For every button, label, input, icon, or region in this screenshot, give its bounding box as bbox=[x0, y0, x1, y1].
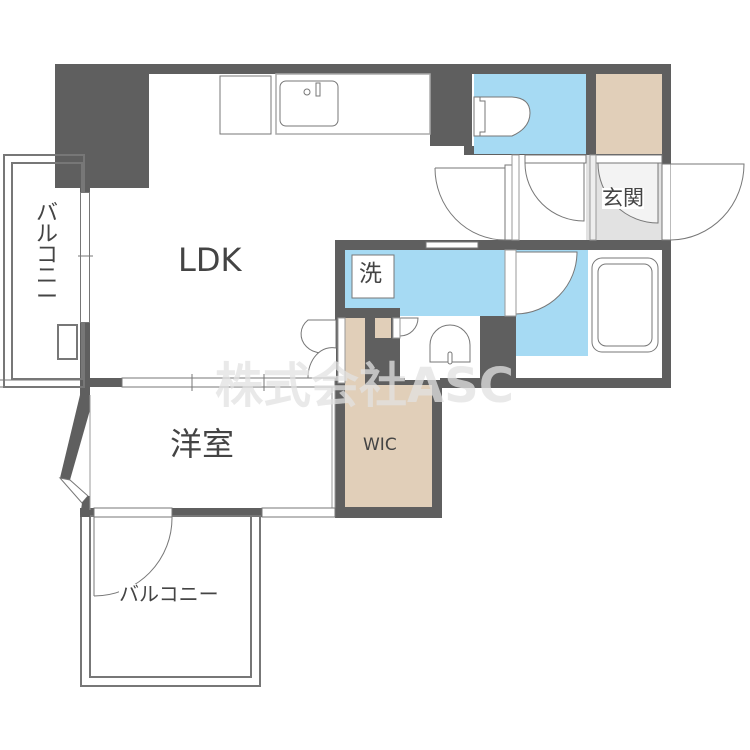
washroom-floor-lower bbox=[400, 250, 505, 316]
kitchen-sink-icon bbox=[279, 80, 339, 127]
wall-left-upper bbox=[80, 180, 90, 192]
sliding-door bbox=[121, 377, 336, 388]
room-label-entrance: 玄関 bbox=[602, 186, 644, 210]
wall-western-bottom-mid bbox=[172, 508, 262, 517]
storage-closet bbox=[596, 74, 662, 154]
watermark: 株式会社ASC bbox=[215, 358, 514, 414]
toilet-icon bbox=[473, 96, 531, 137]
wall-bath-block-right bbox=[662, 240, 671, 388]
wall-toilet-left-column bbox=[430, 64, 472, 146]
toilet-door-swing bbox=[524, 162, 585, 222]
wic-small-storage bbox=[375, 318, 391, 338]
wall-top-left-column bbox=[55, 64, 149, 188]
faucet-icon bbox=[303, 88, 311, 96]
wall-toilet-storage-divider bbox=[586, 64, 596, 154]
washbasin-icon bbox=[429, 324, 471, 363]
room-label-washroom: 洗 bbox=[359, 261, 382, 287]
room-label-wic: WIC bbox=[363, 435, 397, 455]
wall-ldk-bottom-left bbox=[80, 378, 122, 387]
room-label-balcony-left: バ ル コ ニ ー bbox=[36, 201, 59, 310]
washing-machine-space bbox=[351, 254, 395, 299]
wall-bath-block-left bbox=[335, 240, 345, 318]
bay-window bbox=[58, 477, 89, 504]
balcony-left-window bbox=[80, 192, 90, 323]
wall-wash-bath-divider bbox=[480, 316, 516, 388]
western-window bbox=[93, 507, 173, 518]
balcony-door-swing bbox=[93, 516, 173, 597]
entrance-door-swing bbox=[670, 163, 745, 241]
room-label-ldk: LDK bbox=[178, 241, 242, 279]
wall-top bbox=[55, 64, 671, 74]
wic-shelf bbox=[345, 318, 365, 388]
room-label-western-room: 洋室 bbox=[170, 425, 235, 463]
room-label-balcony-bottom: バルコニー bbox=[119, 582, 219, 606]
bathroom-door-swing bbox=[515, 251, 578, 315]
ldk-door-swing bbox=[434, 167, 506, 241]
wall-right bbox=[662, 64, 671, 164]
refrigerator-icon bbox=[219, 75, 272, 135]
wall-bath-block-bottom bbox=[440, 378, 671, 388]
wic-room bbox=[345, 385, 432, 507]
balcony-left-ac-unit bbox=[57, 324, 78, 360]
bay-wall bbox=[60, 395, 90, 480]
washroom-window bbox=[425, 241, 479, 249]
wall-left-lower bbox=[80, 323, 90, 385]
wall-bath-block-top bbox=[335, 240, 671, 250]
